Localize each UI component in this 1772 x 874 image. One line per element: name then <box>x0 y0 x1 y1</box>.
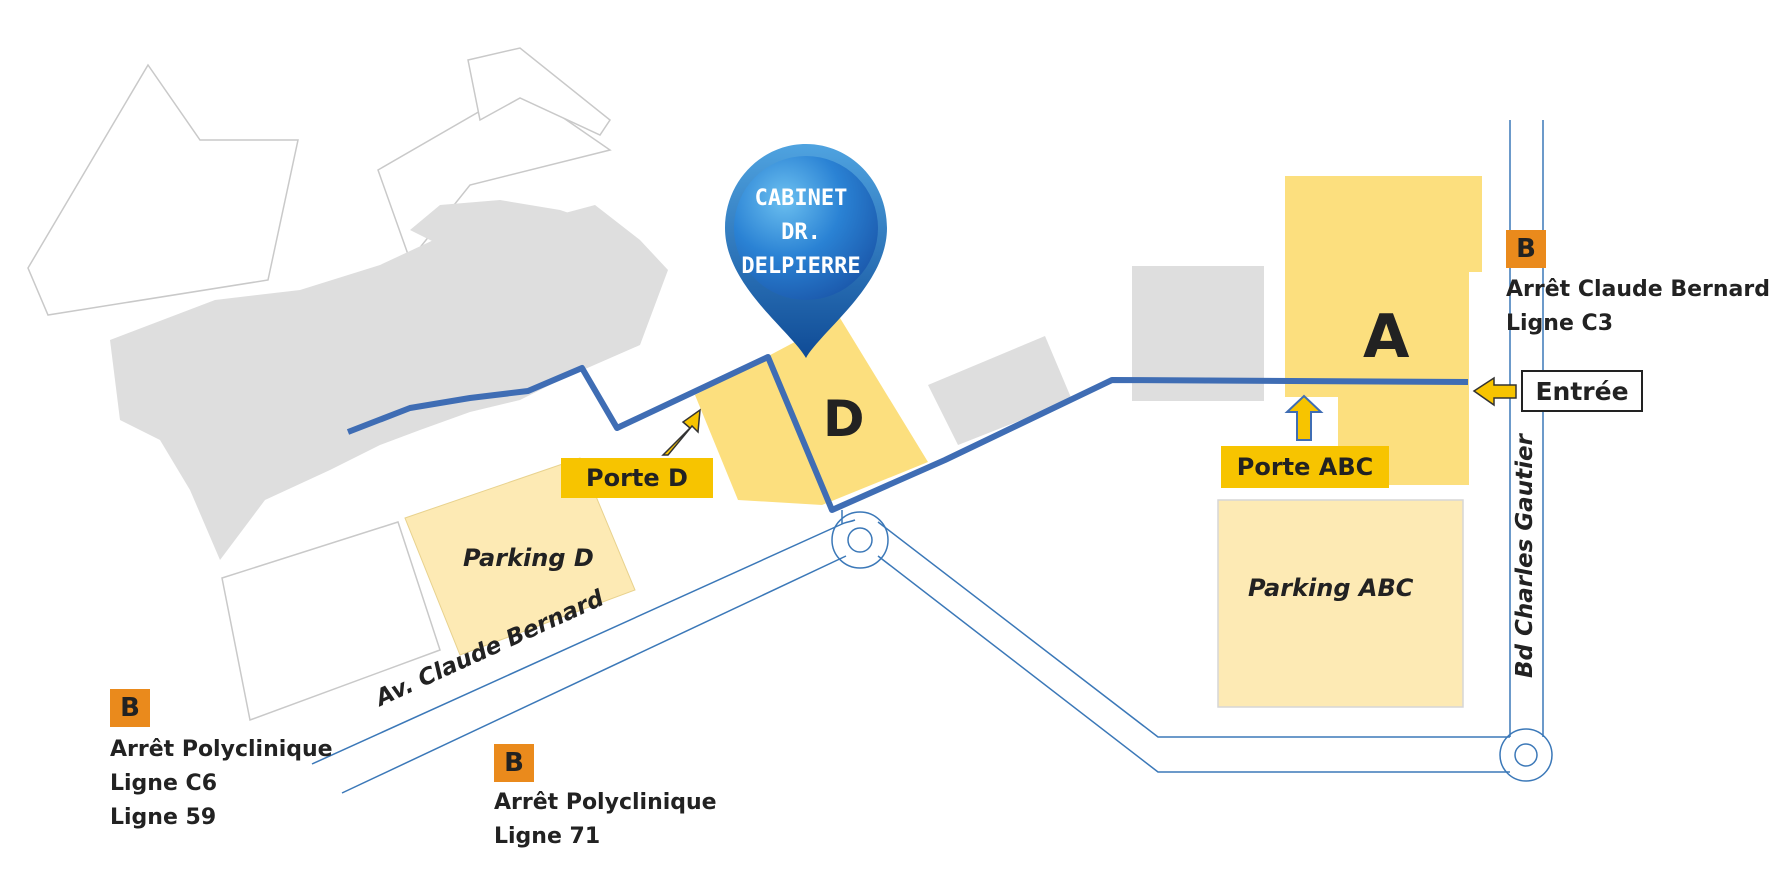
outline-buildings <box>27 47 612 722</box>
entree-arrow <box>1472 376 1517 407</box>
stop-claude-bernard-name: Arrêt Claude Bernard <box>1506 277 1770 302</box>
bus-stop-icon-polyclinique-left: B <box>110 689 150 727</box>
pin-label: CABINET DR. DELPIERRE <box>726 182 876 284</box>
parking-d-area <box>404 457 636 656</box>
building-a-label: A <box>1363 302 1410 372</box>
stop-polyclinique-center-line: Ligne 71 <box>494 824 601 849</box>
parking-d-label: Parking D <box>463 544 594 572</box>
pin-line-1: CABINET <box>754 186 848 211</box>
building-d-annex <box>695 365 822 505</box>
stop-polyclinique-left-name: Arrêt Polyclinique <box>110 737 333 762</box>
grey-buildings <box>110 200 1264 560</box>
stop-polyclinique-center: Arrêt Polyclinique Ligne 71 <box>494 786 717 854</box>
porte-abc-arrow <box>1284 394 1324 441</box>
roads <box>311 120 1553 794</box>
stop-polyclinique-left-line-1: Ligne C6 <box>110 771 218 796</box>
building-a-shape <box>1285 176 1482 485</box>
stop-claude-bernard-line: Ligne C3 <box>1506 311 1614 336</box>
walking-route <box>346 354 1469 513</box>
porte-d-arrow <box>661 408 701 456</box>
bus-stop-icon-claude-bernard: B <box>1506 230 1546 268</box>
street-charles-gautier: Bd Charles Gautier <box>1512 434 1538 678</box>
entree-label: Entrée <box>1521 370 1643 412</box>
location-pin-icon <box>725 144 887 358</box>
stop-polyclinique-center-name: Arrêt Polyclinique <box>494 790 717 815</box>
parking-abc-label: Parking ABC <box>1248 574 1414 602</box>
porte-abc-label: Porte ABC <box>1221 446 1389 488</box>
stop-claude-bernard: Arrêt Claude Bernard Ligne C3 <box>1506 273 1770 341</box>
pin-line-3: DELPIERRE <box>741 254 861 279</box>
stop-polyclinique-left: Arrêt Polyclinique Ligne C6 Ligne 59 <box>110 733 333 835</box>
building-d-label: D <box>823 390 865 448</box>
stop-polyclinique-left-line-2: Ligne 59 <box>110 805 217 830</box>
parking-abc-area <box>1217 499 1464 708</box>
pin-line-2: DR. <box>781 220 821 245</box>
bus-stop-icon-polyclinique-center: B <box>494 744 534 782</box>
porte-d-label: Porte D <box>561 458 713 498</box>
